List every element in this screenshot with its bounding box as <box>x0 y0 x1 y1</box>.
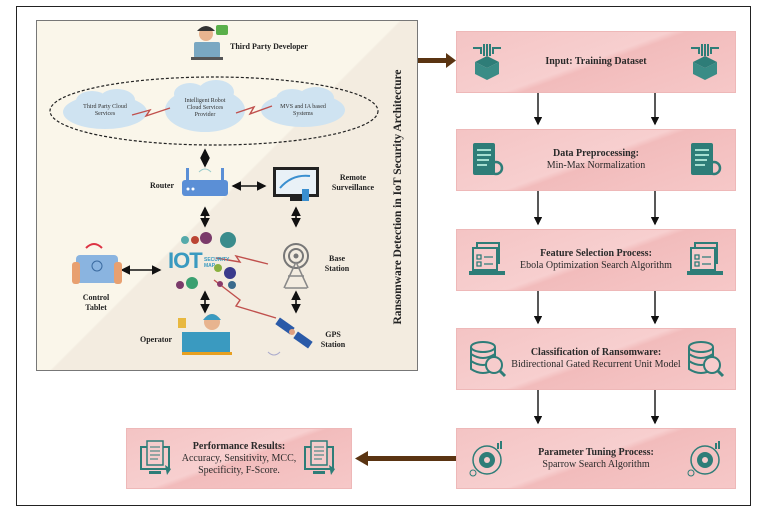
dataset-box-icon <box>473 44 501 80</box>
database-search-icon <box>470 341 507 378</box>
step-title: Classification of Ransomware: <box>530 347 662 358</box>
developer-label: Third Party Developer <box>230 42 308 51</box>
gps-station-label: GPS Station <box>320 330 346 349</box>
monitor-report-icon <box>140 439 171 475</box>
laptop-checklist-icon <box>687 242 723 275</box>
gear-cycle-icon <box>687 440 720 476</box>
iot-architecture-panel <box>36 20 418 371</box>
surveillance-monitor-icon <box>273 167 319 201</box>
dataset-box-icon <box>691 44 719 80</box>
connection-arrows <box>120 148 301 314</box>
gear-cycle-icon <box>469 440 502 476</box>
control-tablet-label: Control Tablet <box>82 293 110 312</box>
iot-hub-label: IOT <box>168 248 203 273</box>
operator-label: Operator <box>140 335 172 344</box>
flow-arrow-to-results <box>355 451 456 466</box>
architecture-title-text: Ransomware Detection in IoT Security Arc… <box>392 69 404 325</box>
document-gear-icon <box>473 143 504 176</box>
router-label: Router <box>150 181 174 190</box>
cloud-label-third-party: Third Party Cloud Services <box>83 104 127 117</box>
step-subtitle: Bidirectional Gated Recurrent Unit Model <box>511 359 681 370</box>
step-subtitle: Sparrow Search Algorithm <box>542 458 650 470</box>
step-data-preprocessing: Data Preprocessing:Min-Max Normalization <box>456 129 736 191</box>
cloud-label-robot-provider: Intelligent Robot Cloud Services Provide… <box>184 98 226 118</box>
step-title: Data Preprocessing: <box>552 148 639 159</box>
base-station-label: Base Station <box>324 254 350 273</box>
developer-icon <box>191 25 228 60</box>
operator-icon <box>178 314 232 355</box>
iot-hub-sublabel: SECURITY MAP <box>204 257 230 269</box>
result-subtitle: Accuracy, Sensitivity, MCC, Specificity,… <box>181 452 297 476</box>
pipeline-arrows <box>533 93 660 425</box>
step-input-training-dataset: Input: Training Dataset <box>456 31 736 93</box>
result-title: Performance Results: <box>192 440 286 452</box>
cloud-icons <box>63 80 345 132</box>
step-parameter-tuning: Parameter Tuning Process:Sparrow Search … <box>456 428 736 489</box>
gps-satellite-icon <box>267 317 313 356</box>
cloud-boundary <box>49 76 379 146</box>
base-station-tower-icon <box>283 243 309 289</box>
router-icon <box>182 168 228 196</box>
database-search-icon <box>688 341 725 378</box>
performance-results: Performance Results:Accuracy, Sensitivit… <box>126 428 352 489</box>
step-subtitle: Ebola Optimization Search Algorithm <box>520 260 672 271</box>
wireless-links <box>131 105 277 319</box>
step-feature-selection: Feature Selection Process:Ebola Optimiza… <box>456 229 736 291</box>
architecture-title: Ransomware Detection in IoT Security Arc… <box>386 62 410 332</box>
cloud-label-mvs-ia: MVS and IA based Systems <box>280 104 326 117</box>
monitor-report-icon <box>304 439 335 475</box>
step-classification: Classification of Ransomware:Bidirection… <box>456 328 736 390</box>
step-title: Feature Selection Process: <box>540 248 652 259</box>
iot-hub-icon <box>176 232 236 289</box>
document-gear-icon <box>691 143 722 176</box>
flow-arrow-to-input <box>418 53 456 68</box>
laptop-checklist-icon <box>469 242 505 275</box>
remote-surveillance-label: Remote Surveillance <box>331 173 375 192</box>
step-title: Parameter Tuning Process: <box>538 446 654 458</box>
control-tablet-icon <box>72 243 122 284</box>
step-title: Input: Training Dataset <box>545 56 647 67</box>
step-subtitle: Min-Max Normalization <box>546 160 646 171</box>
